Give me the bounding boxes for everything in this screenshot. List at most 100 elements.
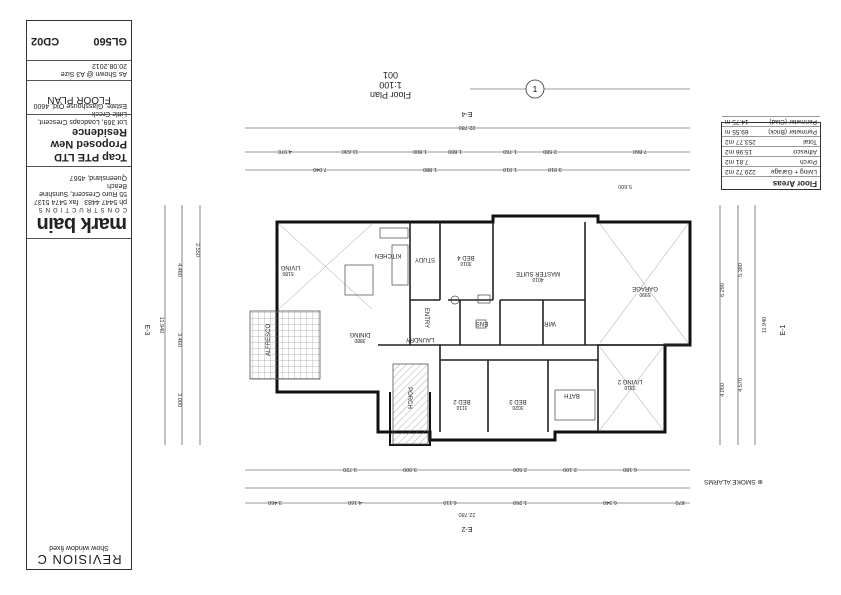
svg-text:E-3: E-3 [143,325,150,336]
dim-bottom: 6.180 [623,466,637,472]
dim-bottom: 2.500 [513,466,527,472]
ceiling-lines [278,223,689,431]
svg-text:3.000: 3.000 [176,393,182,407]
kitchen-fixtures [344,227,596,421]
svg-text:5990: 5990 [639,291,650,297]
dim-top2: 7.040 [313,166,327,172]
company-logo: mark bain [37,213,127,235]
dim-overall-depth-right: 11.940 [762,317,768,333]
svg-text:6.290: 6.290 [720,283,726,297]
dim-left: 3.460 [176,333,182,347]
elevation-marker-e4: E-4 [461,110,472,117]
svg-text:BED 3: BED 3 [509,398,527,404]
svg-text:1.800: 1.800 [413,148,427,154]
area-row: Perimeter (Clad)14.75 m [722,116,820,126]
project-name: Proposed New Residence [50,125,127,151]
dim-top: 1.800 [448,148,462,154]
svg-text:22.780: 22.780 [459,124,476,130]
smoke-alarms-label: SMOKE ALARMS [704,478,756,485]
svg-text:3310: 3310 [624,384,635,390]
scale-date-box: As Shown @ A3 Size 20.08.2012 [27,61,131,81]
project-box: Tcap PTE LTD Proposed New Residence Lot … [27,102,131,167]
svg-text:KITCHEN: KITCHEN [375,252,401,258]
plan-title-block: Floor Plan 1:100 001 [370,70,411,100]
svg-text:1.760: 1.760 [503,148,517,154]
dim-overall-depth-left: 11.940 [158,317,164,333]
room-label-bed-2: BED 2 3110 [453,398,471,410]
room-label-wir: WIR [544,320,556,326]
room-label-ens: ENS [476,320,488,326]
svg-text:E-2: E-2 [461,525,472,532]
elevation-marker-e2: E-2 [461,525,472,532]
svg-text:E-4: E-4 [461,110,472,117]
svg-text:4.160: 4.160 [348,499,362,505]
dim-left: 3.000 [176,393,182,407]
dim-left: 4.460 [176,263,182,277]
revision-note: Show window fixed [49,544,109,552]
svg-text:3010: 3010 [460,260,471,266]
svg-text:ENTRY: ENTRY [423,308,429,328]
elevation-marker-e1: E-1 [780,324,787,335]
dim-top2: 5.600 [618,183,632,189]
dim-bottom: 3.720 [343,466,357,472]
plan-scale: 1:100 [379,80,402,90]
svg-text:4010: 4010 [532,276,543,282]
interior-walls [378,222,690,432]
drawing-number-box: GL560 CD02 [27,21,131,61]
dim-top: 4.970 [278,148,292,154]
svg-text:2.550: 2.550 [194,243,200,257]
porch-area [392,363,429,445]
svg-text:DINING: DINING [349,331,370,337]
svg-text:STUDY: STUDY [415,256,435,262]
dim-overall-width-top: 22.780 [459,124,476,130]
floor-areas-title: Floor Areas [722,176,820,189]
svg-text:3880: 3880 [354,337,365,343]
room-label-bath: BATH [564,392,580,398]
revision-box: REVISION C Show window fixed [27,517,131,569]
svg-text:1: 1 [533,85,538,94]
svg-text:MASTER SUITE: MASTER SUITE [516,270,560,276]
svg-text:BED 4: BED 4 [457,254,475,260]
dim-bottom: 2.100 [563,466,577,472]
svg-text:BED 2: BED 2 [453,398,471,404]
svg-text:1.800: 1.800 [448,148,462,154]
svg-text:3110: 3110 [456,404,467,410]
svg-text:LIVING 1: LIVING 1 [275,264,300,270]
svg-text:3020: 3020 [512,404,523,410]
client-name: Tcap PTE LTD [54,151,127,163]
svg-text:4.970: 4.970 [278,148,292,154]
room-label-study: STUDY [415,256,435,262]
revision-code: CD02 [31,34,60,47]
svg-text:4.570: 4.570 [738,378,744,392]
svg-text:5.600: 5.600 [618,183,632,189]
dim-bottom2: 870 [675,499,684,505]
drawing-title-box: FLOOR PLAN [27,81,131,115]
dimension-texts: 22.780 22.780 11.940 11.940 4.970 11.630… [158,124,768,517]
svg-text:3.460: 3.460 [268,499,282,505]
svg-text:ENS: ENS [476,320,488,326]
svg-text:LAUNDRY: LAUNDRY [406,336,435,342]
dim-right: 6.290 [720,283,726,297]
svg-text:1.010: 1.010 [503,166,517,172]
drawing-number: GL560 [93,34,127,47]
svg-text:11.630: 11.630 [342,148,358,154]
dim-top: 1.760 [503,148,517,154]
svg-text:LIVING 2: LIVING 2 [617,378,642,384]
svg-text:22.780: 22.780 [459,511,476,517]
room-label-alfresco: ALFRESCO [266,323,272,356]
svg-text:1.880: 1.880 [423,166,437,172]
room-label-bed-3: BED 3 3020 [509,398,527,410]
svg-text:WIR: WIR [544,320,556,326]
svg-text:2.500: 2.500 [513,466,527,472]
svg-text:5180: 5180 [282,270,293,276]
company-fax: fax 5474 5137 [33,198,79,206]
dim-top2: 1.880 [423,166,437,172]
svg-text:870: 870 [675,499,684,505]
room-label-master-suite: MASTER SUITE 4010 [516,270,560,282]
svg-text:3.460: 3.460 [176,333,182,347]
svg-text:GARAGE: GARAGE [632,285,658,291]
